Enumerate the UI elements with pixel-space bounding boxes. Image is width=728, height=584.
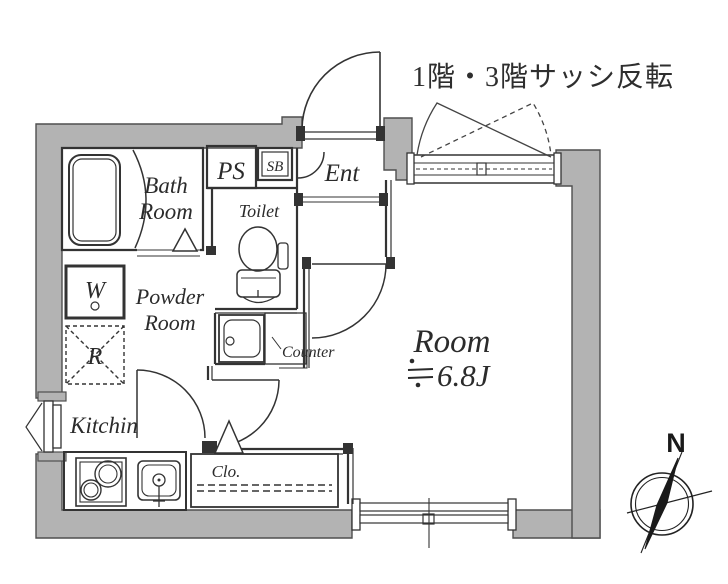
- outer-walls: [35, 116, 601, 539]
- stove: [75, 457, 127, 507]
- label-toilet: Toilet: [239, 201, 280, 221]
- kitchen-sink: [137, 460, 181, 507]
- hall-room-door: [311, 263, 387, 339]
- entrance-door: [296, 51, 385, 141]
- north-needle: [644, 457, 679, 550]
- annotation-sash-note: 1階・3階サッシ反転: [412, 61, 674, 93]
- compass-north-label: N: [666, 428, 686, 458]
- label-closet: Clo.: [212, 462, 241, 481]
- kitchen-window: [25, 391, 67, 462]
- compass-cross-line: [626, 490, 713, 514]
- sash-swing-solid: [416, 102, 552, 158]
- window-center-mullion: [476, 162, 487, 176]
- label-room-area: 6.8J: [437, 358, 491, 393]
- powder-kitchen-door: [136, 369, 206, 439]
- label-bath-line1: Bath: [144, 173, 187, 198]
- label-kitchen: Kitchin: [69, 413, 138, 438]
- sb-door-arc: [297, 151, 325, 179]
- label-ps: PS: [216, 158, 245, 185]
- casement-chevron: [25, 402, 43, 452]
- entrance-jamb-right: [376, 126, 385, 141]
- label-powder-line2: Room: [143, 310, 195, 335]
- wall-entrance-pillar: [383, 117, 413, 181]
- sash-swing-dashed: [420, 102, 552, 158]
- compass: N: [626, 428, 713, 554]
- wall-right: [555, 149, 601, 539]
- door-triangles: [171, 227, 245, 454]
- washing-machine-space: [64, 264, 126, 320]
- label-washer: W: [85, 278, 107, 304]
- room-bottom-window: [351, 498, 517, 548]
- closet: [190, 453, 339, 508]
- label-sb: SB: [267, 159, 284, 175]
- room-labels: 1階・3階サッシ反転 Bath Room PS SB Ent Toilet Po…: [69, 61, 674, 481]
- basin-faucet: [225, 336, 235, 346]
- toilet-fixture: [236, 226, 289, 304]
- entrance-jamb-left: [296, 126, 305, 141]
- entrance-door-swing-arc: [301, 51, 381, 131]
- label-ent: Ent: [324, 160, 361, 187]
- window-jamb-left: [406, 152, 415, 185]
- toilet-control: [277, 242, 289, 270]
- counter-leader-line: [271, 336, 282, 350]
- thresholds: [137, 193, 395, 454]
- approx-equal-symbol: [407, 358, 434, 388]
- refrigerator-space: [65, 325, 125, 385]
- sb-box: [256, 146, 294, 182]
- wash-basin: [218, 314, 265, 363]
- interior-doors: [132, 149, 387, 448]
- label-refrigerator: R: [87, 344, 103, 370]
- bath-door-curve: [132, 149, 147, 249]
- label-powder-line1: Powder: [135, 284, 205, 309]
- label-room-name: Room: [413, 324, 491, 360]
- bathtub: [68, 154, 121, 246]
- bath-door-triangle: [171, 227, 199, 252]
- label-counter: Counter: [282, 344, 335, 361]
- counter: [264, 312, 308, 369]
- label-bath-line2: Room: [138, 199, 193, 224]
- window-jamb-right: [553, 152, 562, 185]
- sash-swing-marks: [416, 102, 552, 158]
- kitchen-unit: [63, 451, 187, 511]
- room-top-window: [406, 152, 562, 185]
- closet-door-triangle: [213, 419, 245, 454]
